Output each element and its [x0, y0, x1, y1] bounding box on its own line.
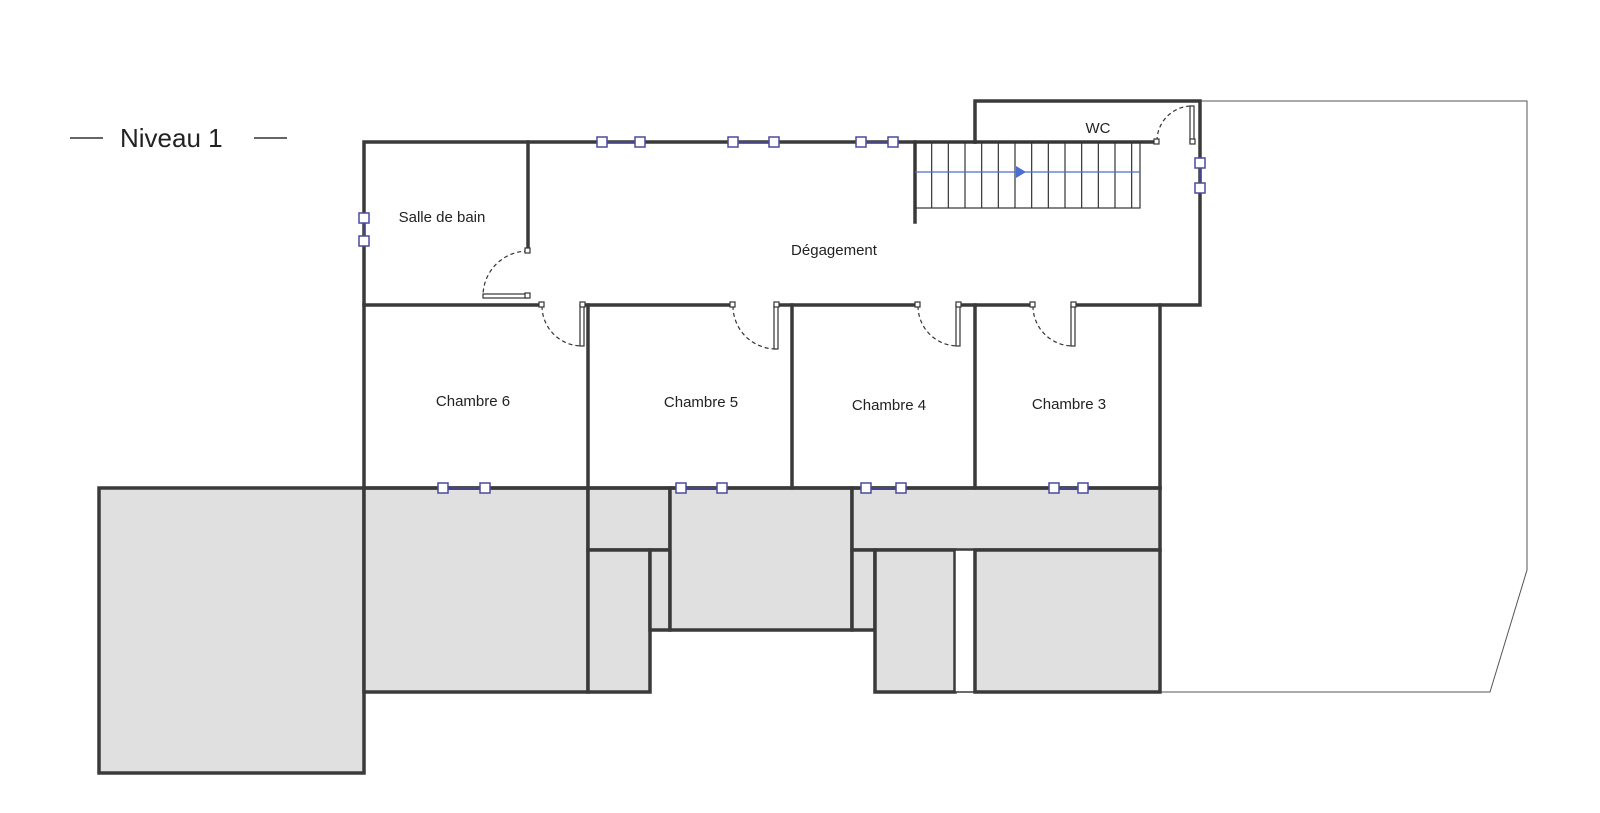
- window-icon: [855, 136, 899, 148]
- window-icon: [437, 482, 491, 494]
- room-label-wc: WC: [1086, 120, 1111, 137]
- room-label-degagement: Dégagement: [791, 242, 878, 259]
- room-label-chambre-5: Chambre 5: [664, 394, 738, 411]
- doors: [482, 105, 1196, 350]
- room-label-chambre-3: Chambre 3: [1032, 396, 1106, 413]
- window-icon: [358, 212, 370, 247]
- windows: [358, 136, 1206, 494]
- room-label-salle-de-bain: Salle de bain: [399, 209, 486, 226]
- room-label-chambre-6: Chambre 6: [436, 393, 510, 410]
- window-icon: [1194, 157, 1206, 194]
- window-icon: [860, 482, 907, 494]
- level-title: Niveau 1: [120, 123, 223, 153]
- door-openings: [542, 139, 1192, 308]
- stair-direction-arrow-icon: [1016, 166, 1026, 178]
- lower-level-zones: [97, 486, 1162, 775]
- window-icon: [727, 136, 780, 148]
- staircase: [914, 141, 1141, 209]
- terrain-outline: [1160, 100, 1528, 693]
- window-icon: [675, 482, 728, 494]
- door-swing-icon: [482, 250, 529, 297]
- window-icon: [1048, 482, 1089, 494]
- room-label-chambre-4: Chambre 4: [852, 397, 926, 414]
- window-icon: [596, 136, 646, 148]
